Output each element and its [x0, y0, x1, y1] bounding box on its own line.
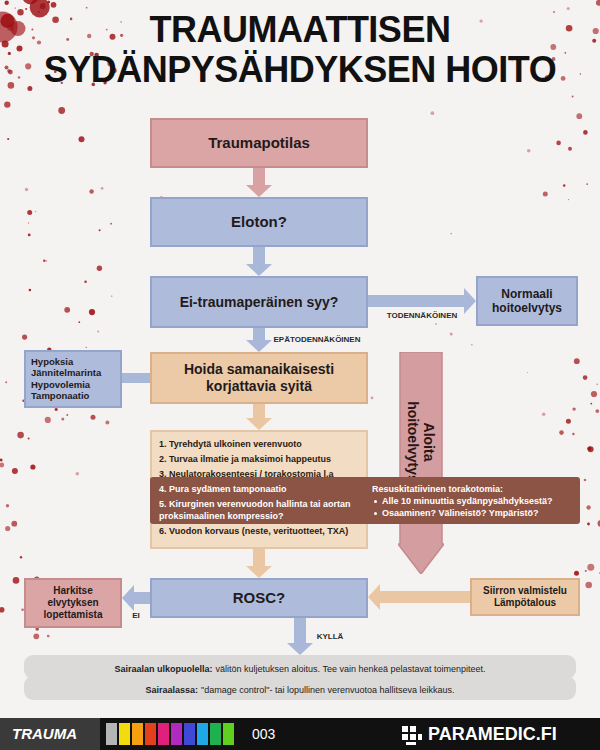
- edge-label: EI: [132, 611, 140, 620]
- logo-icon: [402, 726, 422, 745]
- flow-arrow: [246, 247, 272, 276]
- process-box: Hoida samanaikaisesti korjattavia syitä: [150, 352, 368, 404]
- flow-arrow: [122, 585, 150, 611]
- note-band: Sairaalassa:"damage control"- tai lopull…: [24, 676, 576, 700]
- process-box: Siirron valmistelu Lämpötalous: [470, 578, 580, 616]
- footer-label: PARAMEDIC.FI: [428, 724, 557, 745]
- note-text: "damage control"- tai lopullinen verenvu…: [201, 685, 455, 695]
- flow-arrow: [246, 404, 272, 430]
- start-cpr-arrow: Aloita hoitoelvytys: [398, 352, 444, 574]
- node-text: Hypoksia Jännitelmarinta Hypovolemia Tam…: [31, 356, 115, 402]
- causes-box: Hypoksia Jännitelmarinta Hypovolemia Tam…: [24, 350, 122, 408]
- node-text: Siirron valmistelu Lämpötalous: [478, 585, 572, 609]
- note-text: Sairaalassa:: [145, 685, 198, 695]
- band-row: Osaaminen? Välineistö? Ympäristö?: [372, 507, 576, 519]
- footer-label: TRAUMA: [12, 725, 77, 742]
- step-item: 2. Turvaa ilmatie ja maksimoi happeutus: [159, 453, 360, 465]
- node-text: Harkitse elvytyksen lopettamista: [32, 585, 114, 621]
- band-row: Resuskitatiivinen torakotomia:: [372, 483, 576, 495]
- step-item: 5. Kirurginen verenvuodon hallinta tai a…: [159, 498, 360, 522]
- start-box: Traumapotilas: [150, 118, 368, 168]
- flow-arrow: [246, 328, 272, 352]
- flow-arrow: [368, 288, 476, 314]
- color-swatches: [106, 723, 234, 745]
- edge-label: KYLLÄ: [317, 632, 344, 641]
- outcome-box: Normaali hoitoelvytys: [476, 276, 578, 326]
- steps-box: 1. Tyrehdytä ulkoinen verenvuoto 2. Turva…: [150, 430, 368, 549]
- edge-label: TODENNÄKÖINEN: [387, 311, 458, 320]
- node-text: ROSC?: [233, 589, 286, 607]
- flow-arrow: [122, 378, 150, 379]
- step-item: 1. Tyrehdytä ulkoinen verenvuoto: [159, 438, 360, 450]
- diagram-title: TRAUMAATTISEN SYDÄNPYSÄHDYKSEN HOITO: [20, 10, 580, 90]
- band-row: Alle 10 minuuttia sydänpysähdyksestä?: [372, 495, 576, 507]
- flow-arrow: [246, 168, 272, 197]
- footer-ground: [0, 718, 600, 750]
- category-tab: [0, 718, 100, 750]
- step-item: 6. Vuodon korvaus (neste, verituotteet, …: [159, 525, 360, 537]
- band-text-line: Resuskitatiivinen torakotomia:: [372, 483, 576, 495]
- decision-box: ROSC?: [150, 578, 368, 618]
- outcome-box: Harkitse elvytyksen lopettamista: [24, 578, 122, 628]
- node-text: Normaali hoitoelvytys: [484, 287, 570, 316]
- footer-label: 003: [252, 726, 275, 742]
- band-text: Resuskitatiivinen torakotomia:Alle 10 mi…: [372, 483, 576, 519]
- node-text: Ei-traumaperäinen syy?: [180, 294, 339, 311]
- band-text-line: Osaaminen? Välineistö? Ympäristö?: [382, 507, 576, 519]
- node-text: Hoida samanaikaisesti korjattavia syitä: [158, 361, 360, 395]
- flow-arrow: [246, 549, 272, 578]
- bullet: [374, 500, 377, 503]
- decision-box: Eloton?: [150, 197, 368, 247]
- note-text: välitön kuljetuksen aloitus. Tee vain he…: [216, 664, 486, 674]
- band-text-line: Alle 10 minuuttia sydänpysähdyksestä?: [382, 495, 576, 507]
- flow-arrow: [368, 584, 470, 610]
- note-text: Sairaalan ulkopuolella:: [114, 664, 212, 674]
- decision-box: Ei-traumaperäinen syy?: [150, 276, 368, 328]
- step-item: 3. Neulatorakosenteesi / torakostomia l.…: [159, 468, 360, 480]
- node-text: Traumapotilas: [208, 134, 310, 152]
- flow-arrow: [287, 618, 313, 655]
- bullet: [374, 512, 377, 515]
- edge-label: EPÄTODENNÄKÖINEN: [274, 335, 361, 344]
- step-item: 4. Pura sydämen tamponaatio: [159, 483, 360, 495]
- node-text: Eloton?: [231, 213, 287, 231]
- title-block: TRAUMAATTISEN SYDÄNPYSÄHDYKSEN HOITO: [0, 10, 600, 90]
